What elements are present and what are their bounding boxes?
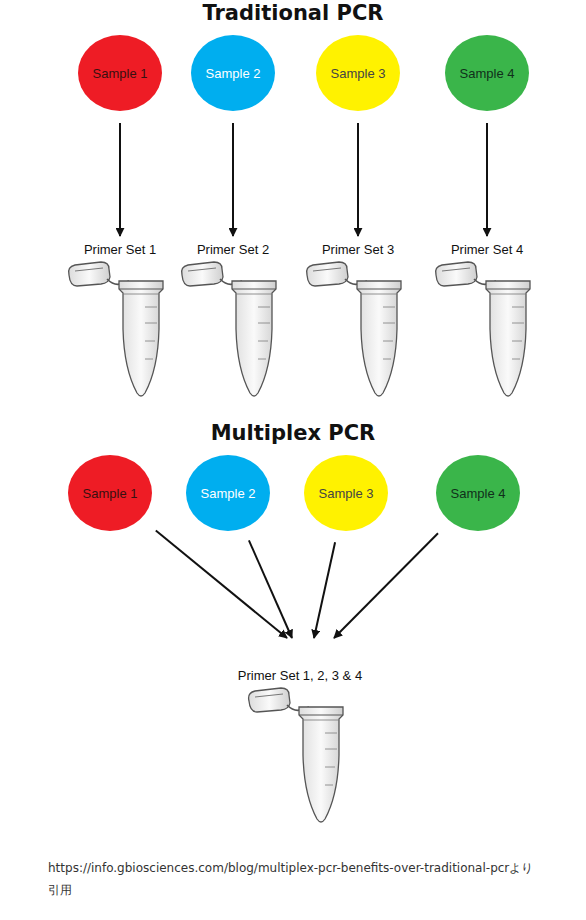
sample-label: Sample 1 <box>93 66 148 81</box>
tube-illustration <box>245 687 355 827</box>
section-heading: Multiplex PCR <box>0 421 586 445</box>
tube-node: Primer Set 1 <box>60 236 180 404</box>
sample-circle: Sample 2 <box>191 35 275 111</box>
tube-illustration <box>432 261 542 401</box>
tube-illustration <box>303 261 413 401</box>
flow-arrow <box>486 123 488 236</box>
tube-node: Primer Set 1, 2, 3 & 4 <box>220 638 380 833</box>
sample-label: Sample 2 <box>206 66 261 81</box>
sample-label: Sample 1 <box>83 486 138 501</box>
flow-arrow <box>314 542 335 638</box>
source-caption: https://info.gbiosciences.com/blog/multi… <box>48 857 540 901</box>
sample-circle: Sample 3 <box>304 455 388 531</box>
primer-label: Primer Set 1 <box>60 242 180 257</box>
sample-label: Sample 4 <box>451 486 506 501</box>
tube-node: Primer Set 3 <box>298 236 418 404</box>
flow-arrow <box>119 123 121 236</box>
sample-label: Sample 4 <box>460 66 515 81</box>
tube-node: Primer Set 4 <box>427 236 547 404</box>
sample-label: Sample 2 <box>201 486 256 501</box>
primer-label: Primer Set 3 <box>298 242 418 257</box>
sample-label: Sample 3 <box>319 486 374 501</box>
sample-circle: Sample 2 <box>186 455 270 531</box>
sample-circle: Sample 4 <box>445 35 529 111</box>
primer-label: Primer Set 1, 2, 3 & 4 <box>220 668 380 683</box>
flow-arrow <box>334 533 438 638</box>
sample-circle: Sample 4 <box>436 455 520 531</box>
flow-arrow <box>357 123 359 236</box>
diagram-title: Traditional PCR <box>0 1 586 25</box>
tube-node: Primer Set 2 <box>173 236 293 404</box>
flow-arrow <box>156 531 287 639</box>
sample-circle: Sample 1 <box>68 455 152 531</box>
primer-label: Primer Set 4 <box>427 242 547 257</box>
sample-label: Sample 3 <box>331 66 386 81</box>
tube-illustration <box>178 261 288 401</box>
flow-arrow <box>232 123 234 236</box>
sample-circle: Sample 1 <box>78 35 162 111</box>
flow-arrow <box>249 540 292 638</box>
sample-circle: Sample 3 <box>316 35 400 111</box>
primer-label: Primer Set 2 <box>173 242 293 257</box>
tube-illustration <box>65 261 175 401</box>
